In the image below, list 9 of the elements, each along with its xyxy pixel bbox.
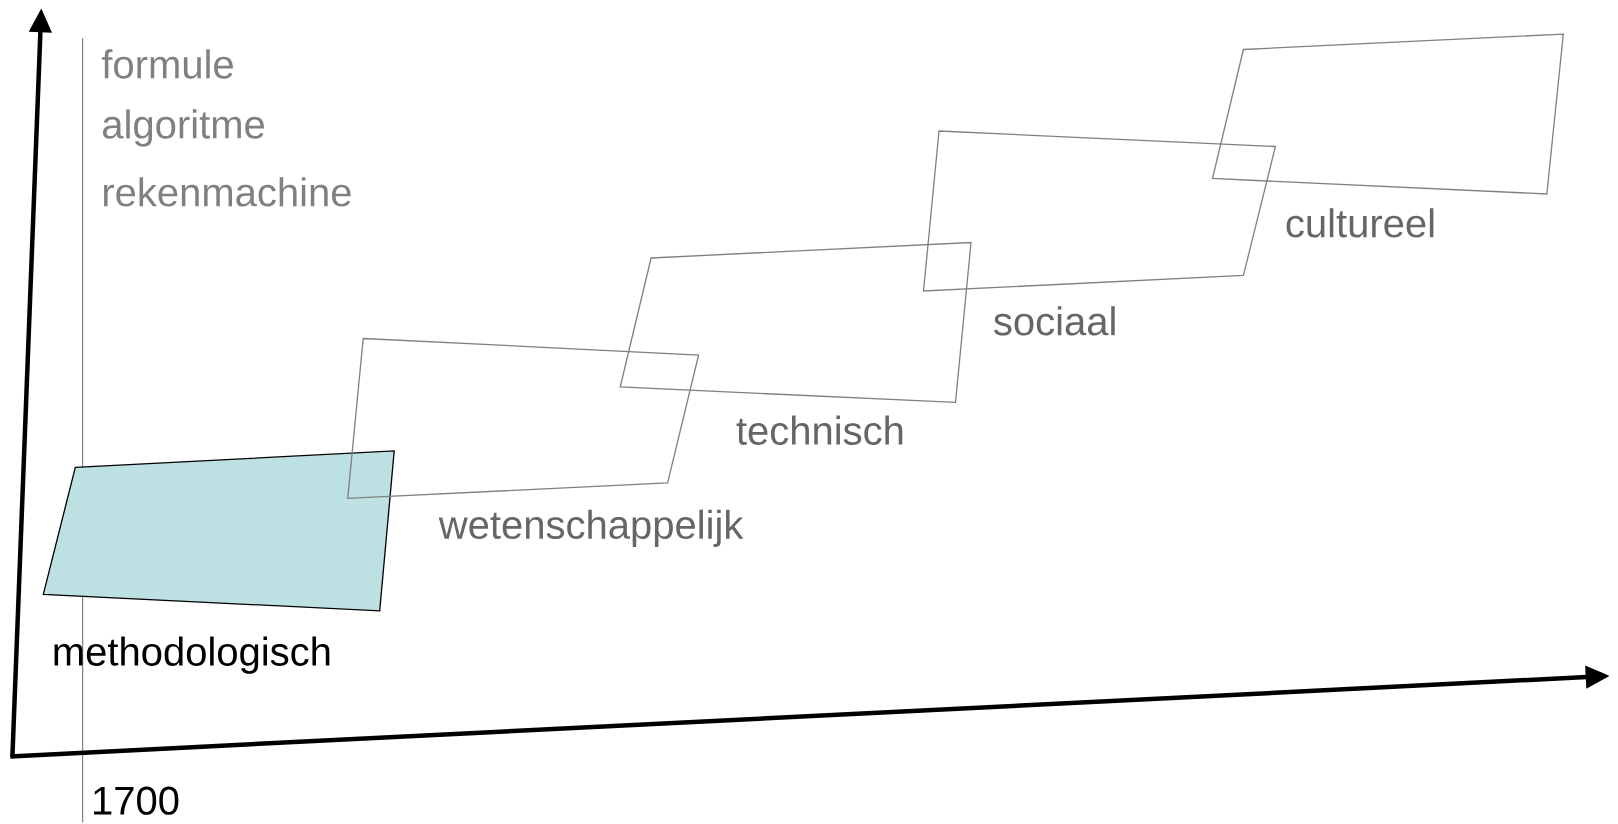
text-label: formule [101, 49, 233, 79]
text-label: rekenmachine [103, 177, 351, 207]
node-label: methodologisch [54, 636, 330, 674]
node-label: technisch [736, 415, 903, 445]
text-label: algoritme [103, 109, 264, 147]
node-label: wetenschappelijk [438, 509, 744, 547]
node-label: sociaal [994, 306, 1115, 336]
node-label: cultureel [1286, 208, 1434, 238]
text-label: 1700 [94, 786, 179, 815]
